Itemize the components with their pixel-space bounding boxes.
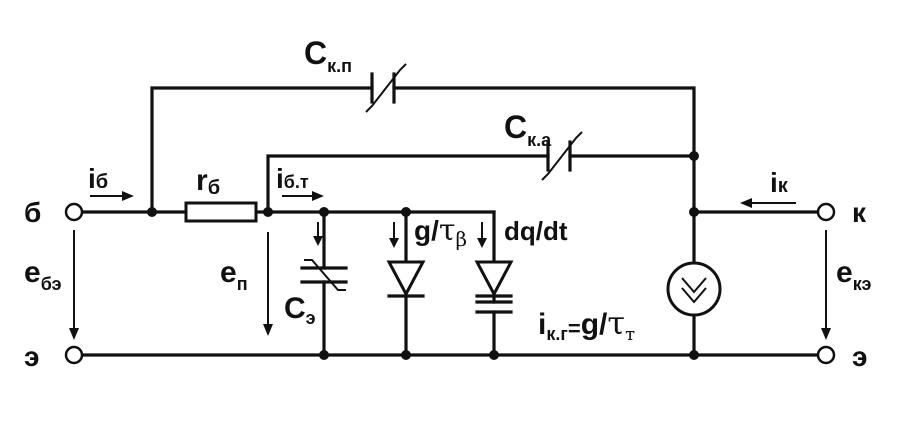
ce-label: Cэ bbox=[284, 292, 316, 328]
ep-label: eп bbox=[220, 256, 248, 294]
collector-terminal[interactable] bbox=[816, 202, 836, 222]
emitter-terminal-left-label: э bbox=[24, 341, 39, 372]
emitter-terminal-left[interactable] bbox=[64, 345, 84, 365]
ckp-label: Cк.п bbox=[304, 35, 352, 76]
ib-label: iб bbox=[88, 163, 108, 194]
base-terminal-label: б bbox=[24, 197, 41, 228]
ikg-label: iк.г=g/τт bbox=[538, 304, 635, 345]
wires bbox=[80, 86, 820, 357]
dqdt-label: dq/dt bbox=[504, 216, 568, 246]
ibt-label: iб.т bbox=[276, 163, 309, 194]
rb-label: rб bbox=[196, 164, 220, 199]
base-terminal[interactable] bbox=[64, 202, 84, 222]
current-source bbox=[666, 261, 722, 317]
cka-left-wire bbox=[266, 154, 550, 214]
capacitor-ce bbox=[300, 259, 348, 291]
collector-terminal-label: к bbox=[852, 197, 867, 228]
emitter-terminal-right[interactable] bbox=[816, 345, 836, 365]
eke-label: eкэ bbox=[836, 256, 871, 294]
diode-dqdt bbox=[474, 260, 514, 314]
capacitor-cka bbox=[541, 131, 583, 181]
cka-label: Cк.а bbox=[504, 109, 552, 150]
g-tau-beta-label: g/τβ bbox=[414, 213, 467, 251]
emitter-terminal-right-label: э bbox=[852, 341, 867, 372]
diode-g-tau-beta bbox=[386, 260, 426, 298]
ik-label: iк bbox=[770, 167, 789, 198]
resistor-rb bbox=[184, 201, 258, 223]
labels: б э к э iб rб iб.т Cк.п Cк.а Cэ eбэ eп e… bbox=[24, 35, 871, 372]
junctions bbox=[147, 151, 699, 360]
capacitor-ckp bbox=[365, 63, 407, 113]
arrows bbox=[69, 191, 831, 340]
ckp-left-wire bbox=[150, 86, 374, 214]
ebe-label: eбэ bbox=[24, 256, 62, 294]
